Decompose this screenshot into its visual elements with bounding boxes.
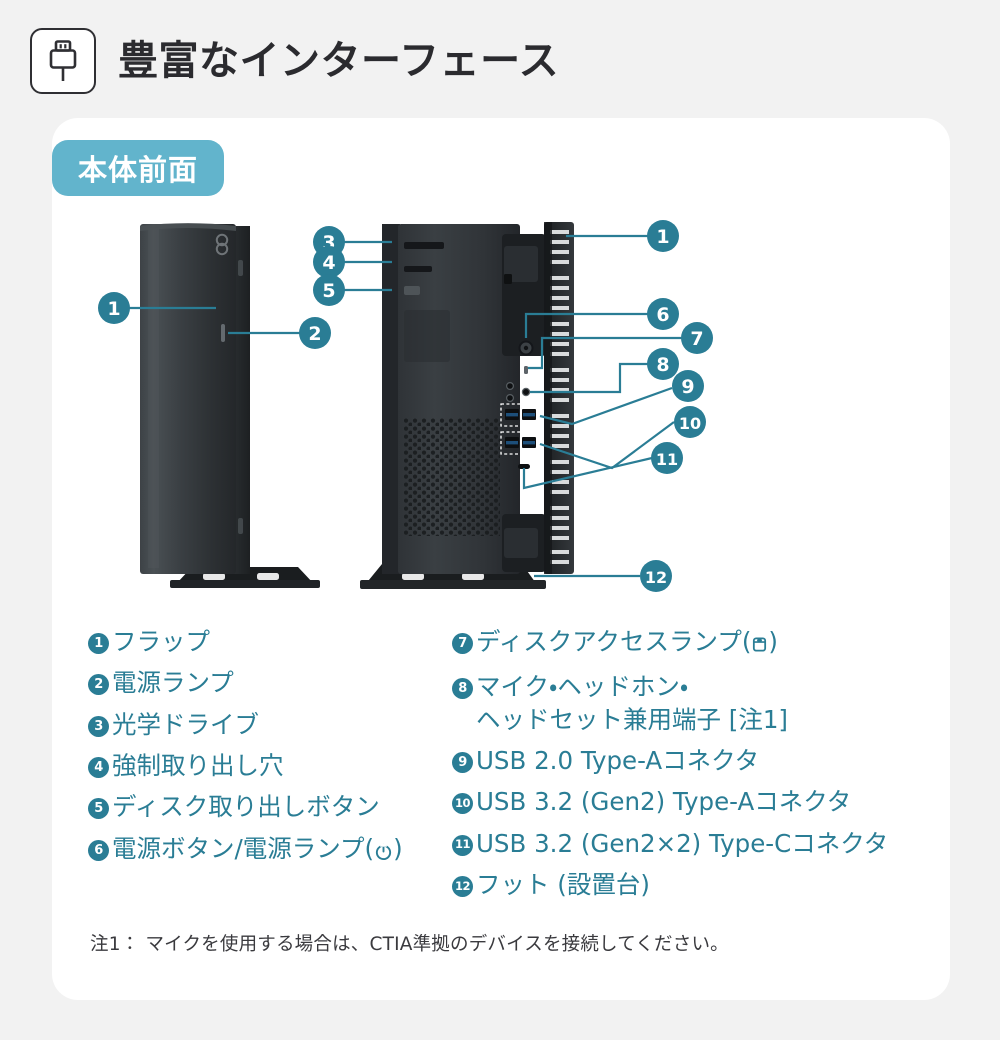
callout-marker-1-right: 1 (647, 220, 679, 252)
svg-text:1: 1 (656, 226, 669, 248)
svg-text:2: 2 (308, 323, 321, 345)
callout-marker-12: 12 (640, 560, 672, 592)
legend-marker-1: 1 (88, 633, 109, 654)
usb-plug-icon (30, 28, 96, 94)
footnote: 注1： マイクを使用する場合は、CTIA準拠のデバイスを接続してください。 (90, 934, 729, 955)
leader-line-9 (539, 386, 673, 426)
legend-item-9: 9 USB 2.0 Type-Aコネクタ (452, 745, 922, 777)
legend-marker-11: 11 (452, 834, 473, 856)
legend-marker-2: 2 (88, 674, 109, 696)
legend-item-2: 2 電源ランプ (88, 667, 448, 699)
disk-icon (751, 630, 768, 662)
tab-front-panel[interactable]: 本体前面 (52, 140, 225, 196)
legend-item-10: 10 USB 3.2 (Gen2) Type-Aコネクタ (452, 786, 922, 818)
legend-label-9: USB 2.0 Type-Aコネクタ (476, 745, 760, 775)
content-card: 本体前面 (52, 118, 950, 1000)
legend-item-11: 11 USB 3.2 (Gen2×2) Type-Cコネクタ (452, 828, 922, 860)
legend-label-3: 光学ドライブ (112, 709, 259, 739)
legend-label-8: マイク・ヘッドホン・ ヘッドセット兼用端子 [注1] (476, 672, 788, 734)
svg-text:9: 9 (681, 376, 694, 398)
callout-marker-5: 5 (313, 274, 345, 306)
callout-marker-7: 7 (681, 322, 713, 354)
callout-marker-9: 9 (672, 370, 704, 402)
legend-item-12: 12 フット (設置台) (452, 869, 922, 901)
callout-marker-8: 8 (647, 348, 679, 380)
svg-text:7: 7 (690, 328, 703, 350)
legend-label-7: ディスクアクセスランプ() (476, 626, 778, 662)
legend-item-1: 1 フラップ (88, 626, 448, 658)
legend-column-right: 7 ディスクアクセスランプ() 8 マイク・ヘッドホン・ ヘッドセット兼用端子 … (452, 626, 922, 910)
legend-marker-12: 12 (452, 875, 473, 897)
svg-text:10: 10 (679, 414, 701, 433)
legend-marker-6: 6 (88, 839, 109, 861)
legend-column-left: 1 フラップ 2 電源ランプ 3 光学ドライブ 4 強制取り出し穴 (88, 626, 448, 878)
page-header: 豊富なインターフェース (30, 28, 559, 94)
svg-text:5: 5 (322, 280, 335, 302)
legend-label-12: フット (設置台) (476, 869, 650, 899)
legend-label-10: USB 3.2 (Gen2) Type-Aコネクタ (476, 787, 852, 817)
legend-item-6: 6 電源ボタン/電源ランプ() (88, 833, 448, 869)
product-figure: 1 2 3 4 5 1 6 7 8 9 10 11 12 (52, 218, 950, 618)
leader-line-11 (522, 456, 653, 490)
tower-front-closed (140, 223, 320, 588)
svg-text:12: 12 (645, 568, 667, 587)
callout-marker-2: 2 (299, 317, 331, 349)
svg-text:6: 6 (656, 304, 669, 326)
legend-label-1: フラップ (112, 627, 210, 656)
page-title: 豊富なインターフェース (118, 38, 560, 84)
legend-marker-8: 8 (452, 678, 473, 700)
legend-marker-7: 7 (452, 633, 473, 654)
power-icon (374, 837, 393, 869)
svg-text:1: 1 (107, 298, 120, 320)
tower-front-flap-open (360, 222, 574, 589)
legend-item-5: 5 ディスク取り出しボタン (88, 791, 448, 823)
leader-line-7 (528, 336, 682, 370)
legend-label-11: USB 3.2 (Gen2×2) Type-Cコネクタ (476, 828, 889, 858)
legend-marker-3: 3 (88, 715, 109, 737)
legend-item-8: 8 マイク・ヘッドホン・ ヘッドセット兼用端子 [注1] (452, 671, 922, 736)
tab-label: 本体前面 (78, 153, 199, 187)
legend: 1 フラップ 2 電源ランプ 3 光学ドライブ 4 強制取り出し穴 (88, 626, 918, 906)
legend-marker-5: 5 (88, 798, 109, 820)
legend-label-5: ディスク取り出しボタン (112, 792, 380, 822)
legend-item-3: 3 光学ドライブ (88, 709, 448, 741)
legend-marker-9: 9 (452, 751, 473, 773)
legend-label-4: 強制取り出し穴 (112, 750, 284, 780)
legend-marker-10: 10 (452, 793, 473, 815)
svg-text:8: 8 (656, 354, 669, 376)
callout-marker-1-left: 1 (98, 292, 130, 324)
callout-marker-6: 6 (647, 298, 679, 330)
leader-line-8 (530, 362, 648, 394)
callout-marker-11: 11 (651, 442, 683, 474)
callout-marker-4: 4 (313, 246, 345, 278)
legend-item-7: 7 ディスクアクセスランプ() (452, 626, 922, 662)
legend-marker-4: 4 (88, 756, 109, 778)
legend-item-4: 4 強制取り出し穴 (88, 750, 448, 782)
leader-line-6 (524, 312, 648, 338)
svg-text:11: 11 (656, 450, 678, 469)
legend-label-2: 電源ランプ (112, 668, 234, 698)
callout-marker-10: 10 (674, 406, 706, 438)
svg-text:4: 4 (322, 252, 335, 274)
legend-label-6: 電源ボタン/電源ランプ() (112, 833, 403, 869)
